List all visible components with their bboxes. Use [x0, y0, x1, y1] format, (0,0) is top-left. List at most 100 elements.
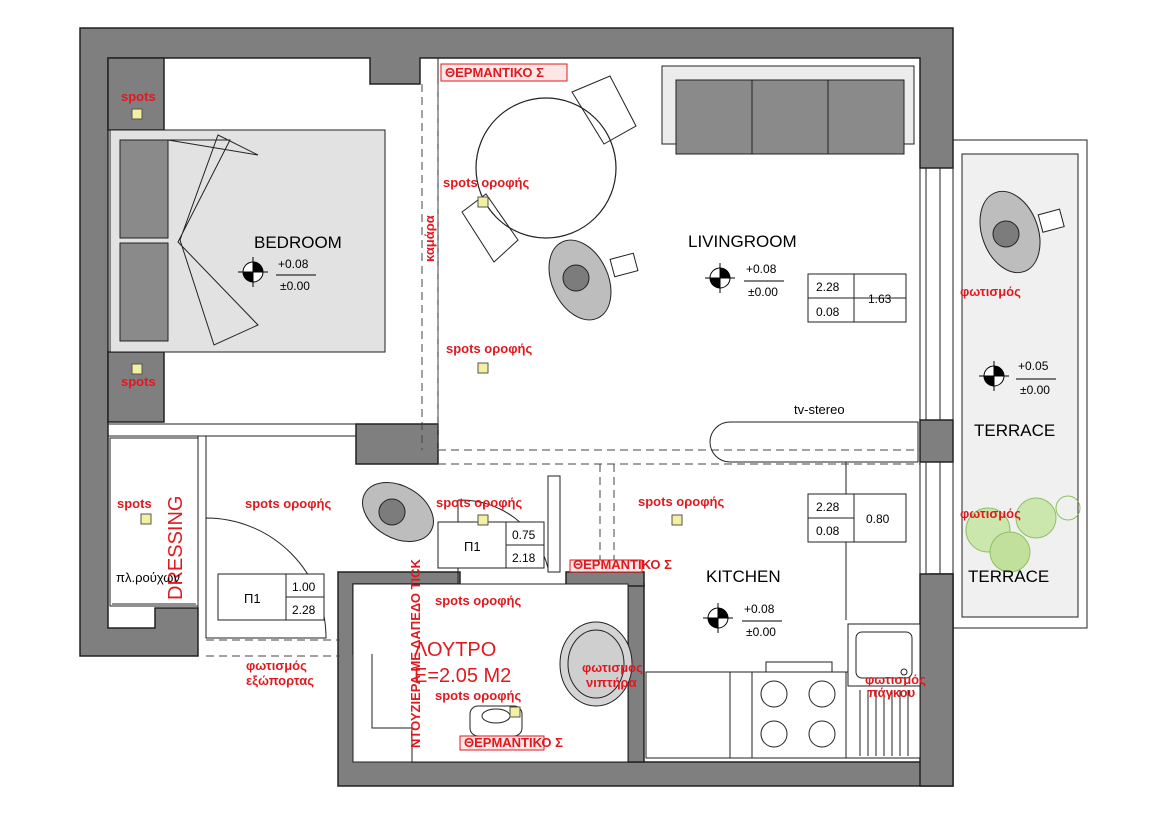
right-pillar: [919, 419, 954, 463]
dressing-label: DRESSING: [165, 496, 187, 600]
spot-light: [131, 108, 143, 120]
level-value: ±0.00: [1020, 383, 1050, 397]
sofa-cushion-3: [827, 79, 905, 155]
spots-label: spots: [121, 89, 156, 104]
fridge: [645, 671, 731, 759]
heater-tag: [569, 559, 643, 573]
spots-ceiling-label: spots οροφής: [446, 341, 532, 356]
entry-door-swing: [205, 517, 327, 639]
pillow-1: [119, 139, 169, 239]
lighting-label: φωτισμός: [582, 660, 643, 675]
pillow-2: [119, 242, 169, 342]
wardrobe-label: πλ.ρούχων: [116, 570, 180, 585]
spot-light: [477, 196, 489, 208]
spot-light: [140, 513, 152, 525]
window-value: 0.08: [816, 305, 840, 319]
level-value: +0.08: [744, 602, 775, 616]
arch-label: καμάρα: [422, 215, 437, 262]
lighting-label: φωτισμός: [865, 672, 926, 687]
right-wall-lower: [919, 573, 954, 787]
lighting-label: φωτισμός: [960, 284, 1021, 299]
arch-dashed: [421, 84, 439, 450]
level-marker-bedroom: [238, 257, 316, 287]
window-value: 0.80: [866, 512, 890, 526]
spots-label: spots: [117, 496, 152, 511]
person-terrace: [979, 190, 1065, 274]
door-value: 2.18: [512, 551, 536, 565]
pillar-center: [355, 423, 439, 465]
door2-tag: [217, 573, 325, 621]
spots-ceiling-label: spots οροφής: [638, 494, 724, 509]
spot-light: [477, 514, 489, 526]
sofa-cushion-1: [675, 79, 753, 155]
outer-wall: [79, 27, 954, 657]
bath-door-leaf: [547, 475, 561, 573]
plants: [965, 495, 1081, 573]
drainboard: [859, 690, 909, 756]
livingroom-label: LIVINGROOM: [688, 232, 797, 251]
heater-label: ΘΕΡΜΑΝΤΙΚΟ Σ: [464, 735, 563, 750]
person-living: [548, 239, 639, 321]
shower-label: ΝΤΟΥΖΙΕΡΑ ΜΕ ΔΑΠΕΔΟ ΤΙCK: [408, 558, 423, 748]
window-value: 2.28: [816, 280, 840, 294]
lighting-label: φωτισμός: [246, 658, 307, 673]
lighting-label: νιπτήρα: [586, 675, 637, 690]
terrace-label: TERRACE: [968, 567, 1049, 586]
person-entry: [362, 482, 434, 542]
level-value: ±0.00: [748, 285, 778, 299]
spots-ceiling-label: spots οροφής: [245, 496, 331, 511]
level-marker-kitchen: [703, 603, 782, 633]
bath-area-label: E=2.05 M2: [414, 665, 511, 687]
level-value: +0.08: [278, 257, 309, 271]
level-value: ±0.00: [280, 279, 310, 293]
level-value: +0.05: [1018, 359, 1049, 373]
spot-light: [131, 363, 143, 375]
tv-label: tv-stereo: [794, 402, 845, 417]
bedroom-label: BEDROOM: [254, 233, 342, 252]
entry-dashed: [206, 639, 340, 657]
heater-tag: [440, 63, 568, 82]
door-code: Π1: [244, 591, 261, 606]
level-value: ±0.00: [746, 625, 776, 639]
living-window-tag: [807, 273, 907, 323]
level-marker-living: [705, 263, 784, 293]
spot-light: [477, 362, 489, 374]
chair-1: [571, 75, 637, 145]
heater-tag: [459, 735, 545, 751]
lighting-label: πάγκου: [868, 685, 916, 700]
window-value: 0.08: [816, 524, 840, 538]
door-value: 1.00: [292, 580, 316, 594]
spots-ceiling-label: spots οροφής: [436, 495, 522, 510]
bed-cover-fold: [167, 134, 259, 346]
door-value: 2.28: [292, 603, 316, 617]
sofa-cushion-2: [751, 79, 829, 155]
kitchen-label: KITCHEN: [706, 567, 781, 586]
level-marker-terrace: [979, 361, 1056, 391]
door1-tag: [437, 521, 545, 569]
heater-label: ΘΕΡΜΑΝΤΙΚΟ Σ: [573, 557, 672, 572]
lighting-label: φωτισμός: [960, 506, 1021, 521]
beam-dashed: [438, 449, 920, 465]
door-value: 0.75: [512, 528, 536, 542]
wardrobe: [109, 437, 199, 607]
window-value: 2.28: [816, 500, 840, 514]
spot-light: [671, 514, 683, 526]
spot-light: [509, 706, 521, 718]
terrace-label: TERRACE: [974, 421, 1055, 440]
spots-ceiling-label: spots οροφής: [435, 688, 521, 703]
kitchen-window-tag: [807, 493, 907, 543]
lighting-label: εξώπορτας: [246, 673, 314, 688]
tv-unit: [709, 421, 919, 463]
level-value: +0.08: [746, 262, 777, 276]
round-table: [475, 97, 617, 239]
spots-ceiling-label: spots οροφής: [435, 593, 521, 608]
spots-ceiling-label: spots οροφής: [443, 175, 529, 190]
shower-edge: [371, 654, 413, 762]
window-value: 1.63: [868, 292, 892, 306]
door-code: Π1: [464, 539, 481, 554]
spots-label: spots: [121, 374, 156, 389]
bath-label: ΛΟΥΤΡΟ: [414, 639, 496, 661]
heater-label: ΘΕΡΜΑΝΤΙΚΟ Σ: [445, 65, 544, 80]
beam-dashed-2: [599, 464, 615, 572]
